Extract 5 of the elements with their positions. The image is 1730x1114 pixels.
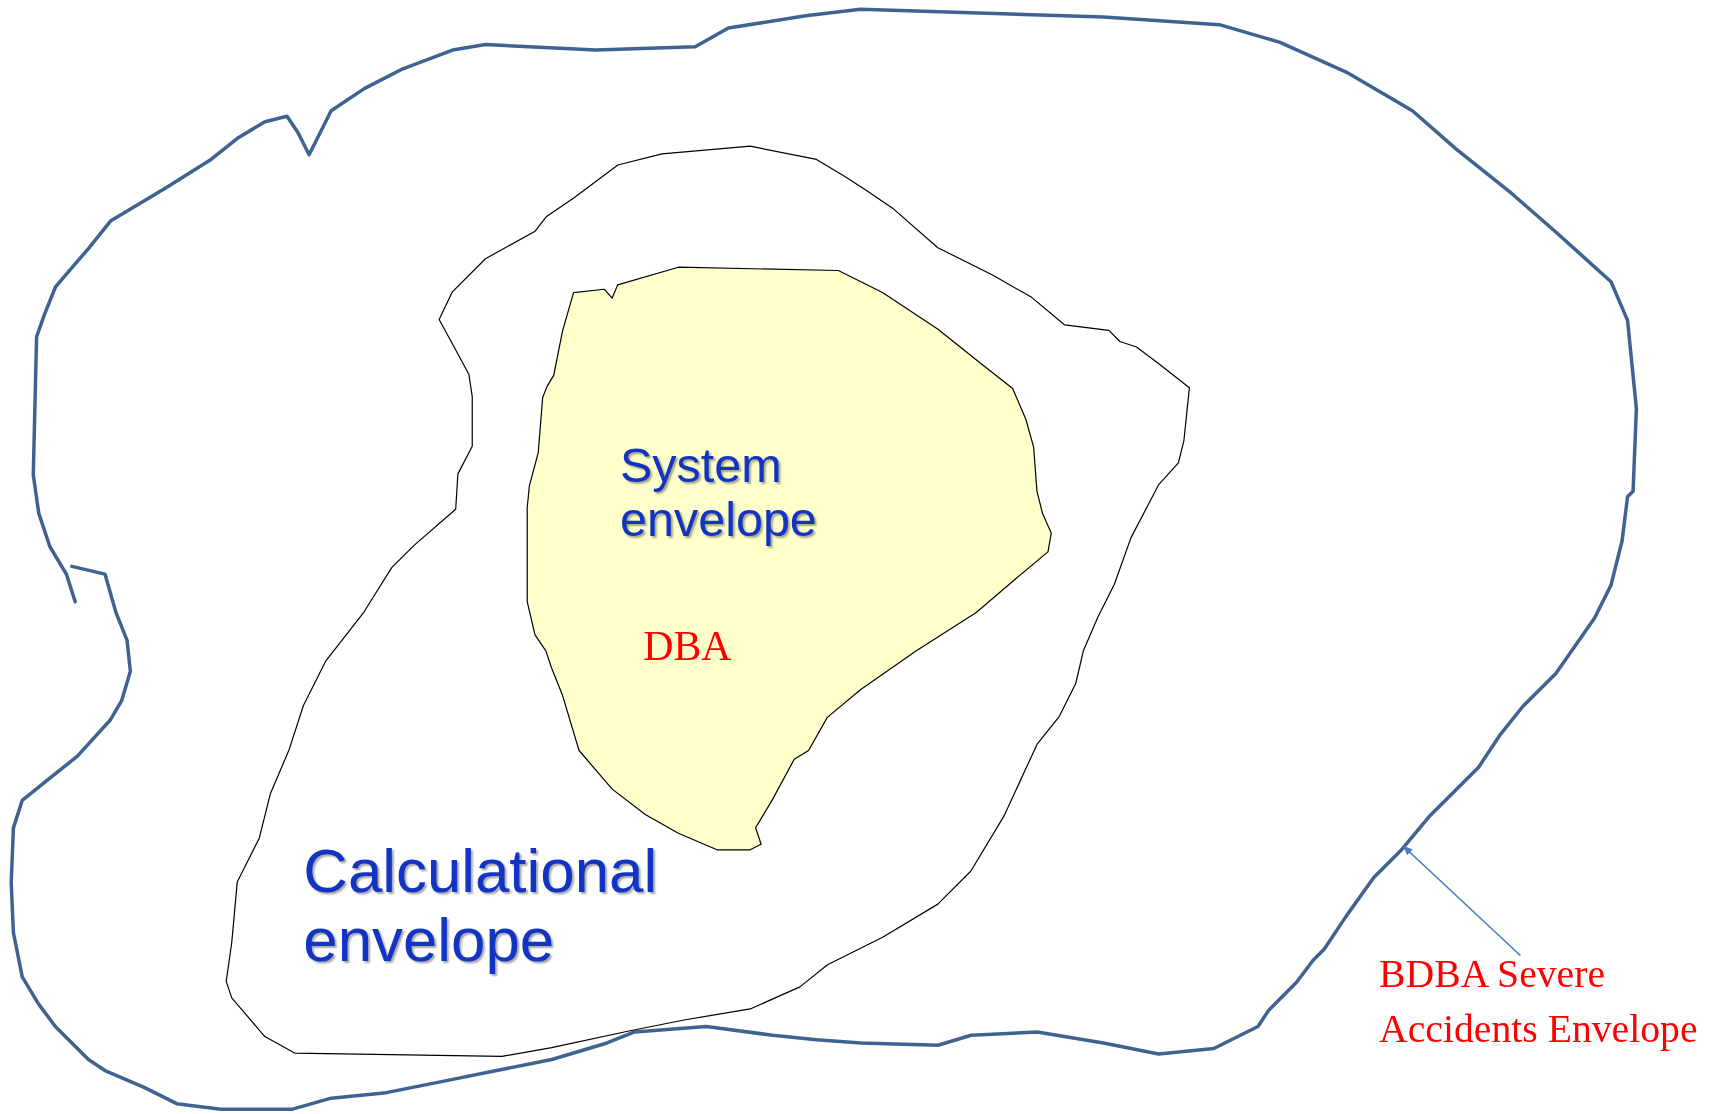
envelope-label: Calculational envelope	[303, 836, 659, 975]
bdba-label: BDBA Severe Accidents Envelope	[1379, 950, 1699, 1054]
envelope-label: System envelope	[619, 437, 818, 547]
leader-line	[1402, 845, 1522, 957]
dba-label: DBA	[643, 623, 733, 671]
